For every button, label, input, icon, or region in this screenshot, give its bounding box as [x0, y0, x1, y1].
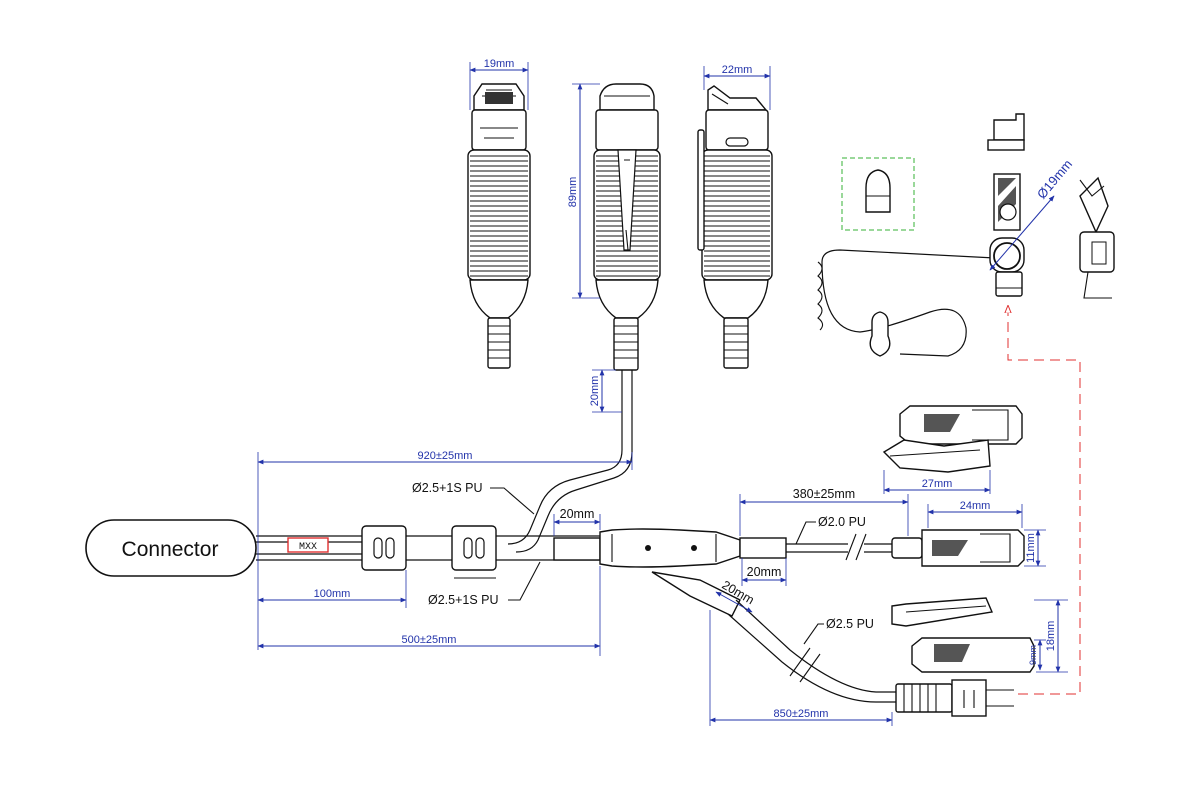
split-clip-1	[361, 525, 407, 571]
mic-plug	[895, 679, 1014, 717]
total-length-dimension: 920±25mm	[257, 450, 633, 650]
ptt-cable-callout: Ø2.0 PU	[795, 515, 866, 545]
ptt-branch-length-label: 380±25mm	[793, 487, 855, 501]
plug-front-view	[467, 83, 531, 369]
marker-text: MXX	[299, 542, 317, 553]
plug-length-dimension: 89mm	[567, 83, 600, 299]
earpiece-link-guide	[1008, 306, 1081, 695]
mic-branch-length-dimension: 850±25mm	[709, 610, 893, 726]
mic-branch-cable	[651, 571, 896, 703]
lower-cable-spec: Ø2.5+1S PU	[428, 593, 499, 607]
ptt-branch-cable	[739, 533, 892, 561]
mic-clip	[891, 597, 1035, 673]
ear-clip-side-view	[1079, 176, 1115, 299]
sleeve-dimension: 20mm	[553, 507, 601, 536]
split-clip-2	[451, 525, 497, 571]
ptt-branch-length-dimension: 380±25mm	[739, 487, 909, 536]
connector-label: Connector	[122, 538, 219, 561]
clip-length-label: 27mm	[922, 478, 953, 490]
mic-branch-length-label: 850±25mm	[774, 708, 829, 720]
clip-height-label: 18mm	[1045, 621, 1057, 652]
earpiece-diameter-label: Ø19mm	[1034, 157, 1075, 202]
total-length-label: 920±25mm	[418, 450, 473, 462]
mic-cable-spec: Ø2.5 PU	[826, 617, 874, 631]
mic-height-dimension: 9mm	[1028, 639, 1046, 671]
marker-band: MXX	[287, 537, 329, 553]
plug-width-dimension-c: 22mm	[703, 64, 771, 110]
upper-cable-callout: Ø2.5+1S PU	[412, 481, 535, 515]
mic-height-label: 9mm	[1028, 645, 1038, 665]
ptt-sleeve-label: 20mm	[747, 565, 782, 579]
mic-cable-callout: Ø2.5 PU	[803, 617, 874, 645]
clip-length-dimension: 27mm	[883, 470, 991, 494]
ptt-cable-spec: Ø2.0 PU	[818, 515, 866, 529]
plug-width-c-label: 22mm	[722, 64, 753, 76]
plug-side-view	[507, 83, 661, 553]
connector-box: Connector	[85, 519, 257, 577]
lower-cable-callout: Ø2.5+1S PU	[428, 561, 541, 607]
ear-hook-body	[987, 113, 1025, 297]
first-segment-label: 100mm	[314, 588, 351, 600]
acoustic-tube	[817, 249, 996, 357]
eartip-inset	[841, 157, 915, 231]
ptt-plug	[891, 529, 1025, 567]
plug-length-label: 89mm	[567, 177, 579, 208]
mid-length-dimension: 500±25mm	[257, 566, 601, 656]
sleeve-length-label: 20mm	[560, 507, 595, 521]
clip-height-dimension: 18mm	[1034, 599, 1068, 673]
strain-relief-label: 20mm	[589, 376, 601, 407]
mid-length-label: 500±25mm	[402, 634, 457, 646]
ptt-sleeve-dimension: 20mm	[741, 558, 787, 586]
ptt-length-dimension: 24mm	[927, 500, 1023, 528]
first-segment-dimension: 100mm	[257, 570, 407, 608]
ptt-clip-upper	[882, 405, 1023, 473]
ptt-width-dimension: 11mm	[1024, 529, 1046, 567]
junction-block	[553, 528, 741, 568]
plug-width-dimension-a: 19mm	[469, 58, 529, 110]
ptt-width-label: 11mm	[1025, 533, 1037, 563]
plug-rear-view	[697, 85, 773, 369]
plug-width-a-label: 19mm	[484, 58, 515, 70]
upper-cable-spec: Ø2.5+1S PU	[412, 481, 483, 495]
ptt-length-label: 24mm	[960, 500, 991, 512]
strain-relief-dimension: 20mm	[589, 369, 622, 413]
